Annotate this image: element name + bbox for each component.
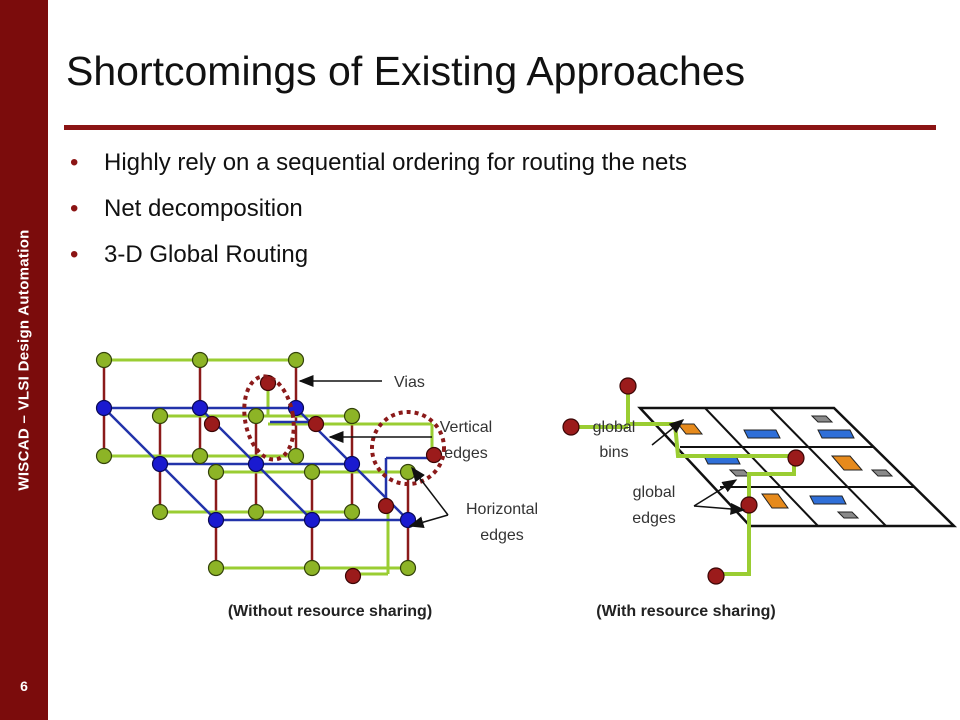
global-bins-label: bins [599, 444, 628, 461]
sidebar: WISCAD – VLSI Design Automation 6 [0, 0, 48, 720]
bin-dividers [680, 407, 914, 527]
bullet-item: •Net decomposition [70, 195, 303, 222]
caption-with-sharing: (With resource sharing) [596, 603, 775, 620]
caption-without-sharing: (Without resource sharing) [228, 603, 432, 620]
global-edges-label: edges [632, 510, 676, 527]
slide-title: Shortcomings of Existing Approaches [66, 48, 746, 94]
page-number: 6 [20, 678, 28, 694]
bullet-dot-icon: • [70, 241, 79, 268]
bullet-dot-icon: • [70, 195, 79, 222]
callout-arrows-right [651, 419, 746, 515]
via-highlight-ellipse [370, 410, 446, 486]
vertical-edges-label: Vertical [440, 419, 492, 436]
global-edges-label: global [633, 484, 676, 501]
bullet-list: •Highly rely on a sequential ordering fo… [70, 148, 687, 286]
global-route [626, 386, 796, 576]
via-highlight-ellipse [242, 374, 296, 462]
bullet-item: •3-D Global Routing [70, 241, 309, 268]
vias-label: Vias [394, 374, 425, 391]
vertical-edges-label: edges [444, 445, 488, 462]
global-bins-label: global [593, 419, 636, 436]
bin-plane [637, 406, 958, 528]
green-nodes [95, 351, 417, 577]
horizontal-edges-label: Horizontal [466, 501, 538, 518]
bullet-dot-icon: • [70, 149, 79, 176]
horizontal-edges-label: edges [480, 527, 524, 544]
bullet-item: •Highly rely on a sequential ordering fo… [70, 149, 688, 176]
bin-glyphs [676, 415, 894, 519]
grid-bins-right: global bins global edges (With resource … [562, 377, 958, 620]
callout-arrows-left [298, 375, 449, 529]
grid-3d-left: Vias Vertical edges Horizontal edges (Wi… [95, 351, 538, 620]
title-divider [64, 125, 936, 130]
pin-nodes [203, 374, 443, 585]
